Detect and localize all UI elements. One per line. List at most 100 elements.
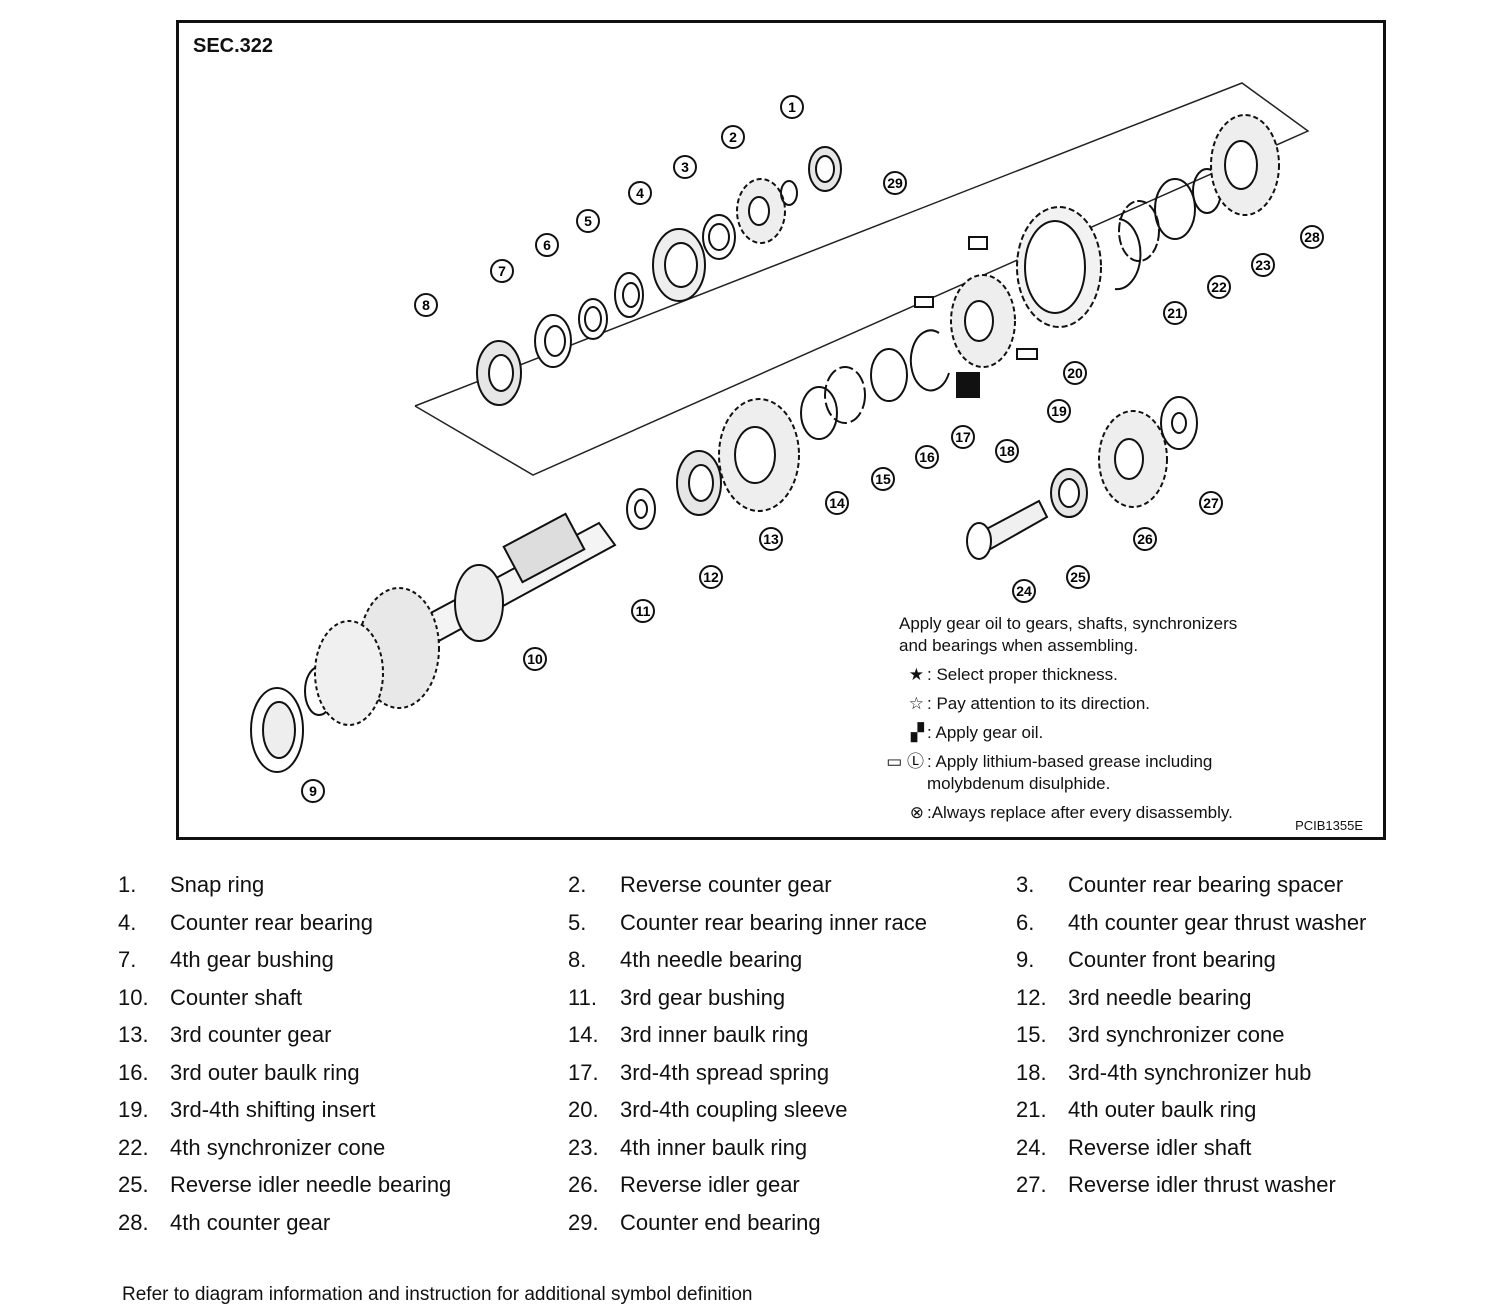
part-name: 4th synchronizer cone (170, 1134, 386, 1160)
callout-number: 23 (1255, 257, 1271, 273)
callout-number: 26 (1137, 531, 1153, 547)
legend-row-select-thickness: ★ : Select proper thickness. (844, 664, 1264, 686)
callout-number: 16 (919, 449, 935, 465)
reverse-idler-drawing (966, 396, 1198, 560)
callout-number: 12 (703, 569, 719, 585)
part-number: 28. (118, 1209, 149, 1235)
callout-number: 17 (955, 429, 971, 445)
part-number: 22. (118, 1134, 149, 1160)
gear-oil-note-line2: and bearings when assembling. (899, 636, 1139, 655)
part-callouts: 1234567891011121314151617181920212223242… (301, 95, 1324, 803)
part-name: 3rd-4th coupling sleeve (620, 1097, 848, 1122)
part-name: 4th counter gear (170, 1209, 331, 1235)
callout-circle (490, 259, 514, 283)
callout-number: 5 (584, 213, 592, 229)
filled-star-icon: ★ (908, 665, 924, 684)
outline-star-icon: ☆ (908, 694, 924, 713)
callout-number: 7 (498, 263, 506, 279)
part-name: Reverse idler thrust washer (1068, 1172, 1336, 1197)
part-name: Counter front bearing (1068, 947, 1276, 972)
part-number: 5. (568, 909, 587, 935)
part-number: 12. (1016, 984, 1047, 1010)
4th-counter-gear-drawing (1210, 114, 1280, 216)
part-name: 3rd counter gear (170, 1022, 332, 1047)
legend-text-select-thickness: : Select proper thickness. (927, 665, 1118, 684)
callout-number: 13 (763, 531, 779, 547)
callout-circle (951, 425, 975, 449)
callout-circle (759, 527, 783, 551)
part-name: Counter rear bearing inner race (620, 909, 927, 935)
3rd-needle-bearing-drawing (676, 450, 722, 516)
part-name: 3rd needle bearing (1068, 984, 1252, 1010)
part-number: 18. (1016, 1059, 1047, 1085)
callout-number: 28 (1304, 229, 1320, 245)
callout-circle (535, 233, 559, 257)
part-name: 4th inner baulk ring (620, 1134, 808, 1160)
3rd-counter-gear-drawing (718, 398, 800, 512)
legend-row-gear-oil: ▞ : Apply gear oil. (844, 722, 1264, 744)
callout-circle (883, 171, 907, 195)
part-name: Counter end bearing (620, 1209, 821, 1235)
callout-circle (721, 125, 745, 149)
part-name: Reverse idler needle bearing (170, 1172, 452, 1197)
oil-can-icon: ▞ (910, 723, 924, 742)
counter-shaft-drawing (304, 512, 617, 726)
part-number: 4. (118, 909, 137, 935)
callout-circle (1066, 565, 1090, 589)
legend-text-direction: : Pay attention to its direction. (927, 694, 1151, 713)
callout-circle (1163, 301, 1187, 325)
legend-text-grease-2: molybdenum disulphide. (927, 774, 1111, 793)
part-name: 4th counter gear thrust washer (1068, 909, 1367, 935)
part-name: 3rd inner baulk ring (620, 1022, 809, 1047)
callout-number: 20 (1067, 365, 1083, 381)
replace-x-icon: ⊗ (909, 803, 924, 822)
part-number: 17. (568, 1059, 599, 1085)
callout-number: 2 (729, 129, 737, 145)
callout-number: 9 (309, 783, 317, 799)
part-number: 10. (118, 984, 149, 1010)
callout-circle (1063, 361, 1087, 385)
part-name: 3rd gear bushing (620, 984, 786, 1010)
part-number: 9. (1016, 947, 1035, 972)
part-name: Reverse idler gear (620, 1172, 800, 1197)
legend-row-grease: ▭ Ⓛ : Apply lithium-based grease includi… (844, 751, 1264, 795)
part-name: Counter shaft (170, 984, 303, 1010)
part-name: 3rd-4th spread spring (620, 1059, 830, 1085)
callout-circle (699, 565, 723, 589)
counter-front-bearing-drawing (250, 687, 304, 773)
callout-circle (631, 599, 655, 623)
callout-number: 1 (788, 99, 796, 115)
symbol-legend: Apply gear oil to gears, shafts, synchro… (844, 613, 1264, 824)
upper-row-parts-drawing (476, 146, 842, 406)
callout-circle (825, 491, 849, 515)
part-number: 3. (1016, 872, 1035, 897)
part-number: 20. (568, 1097, 599, 1122)
callout-circle (1199, 491, 1223, 515)
callout-circle (871, 467, 895, 491)
part-number: 8. (568, 947, 587, 972)
callout-circle (523, 647, 547, 671)
footer-note: Refer to diagram information and instruc… (122, 1284, 753, 1305)
legend-row-replace: ⊗ :Always replace after every disassembl… (844, 802, 1264, 824)
callout-circle (780, 95, 804, 119)
callout-number: 10 (527, 651, 543, 667)
part-number: 23. (568, 1134, 599, 1160)
callout-number: 29 (887, 175, 903, 191)
callout-circle (1207, 275, 1231, 299)
part-number: 15. (1016, 1022, 1047, 1047)
callout-number: 6 (543, 237, 551, 253)
part-name: Reverse counter gear (620, 872, 832, 897)
section-label: SEC.322 (193, 35, 274, 57)
callout-circle (414, 293, 438, 317)
figure-code: PCIB1355E (1295, 818, 1363, 833)
part-name: 3rd outer baulk ring (170, 1059, 360, 1085)
part-number: 24. (1016, 1134, 1047, 1160)
3rd-gear-bushing-drawing (626, 488, 656, 530)
4th-synchro-rings-drawing (1118, 168, 1222, 262)
grease-L-icon: ▭ Ⓛ (886, 752, 924, 771)
part-number: 6. (1016, 909, 1035, 935)
callout-number: 18 (999, 443, 1015, 459)
callout-number: 22 (1211, 279, 1227, 295)
callout-number: 19 (1051, 403, 1067, 419)
part-number: 26. (568, 1172, 599, 1197)
